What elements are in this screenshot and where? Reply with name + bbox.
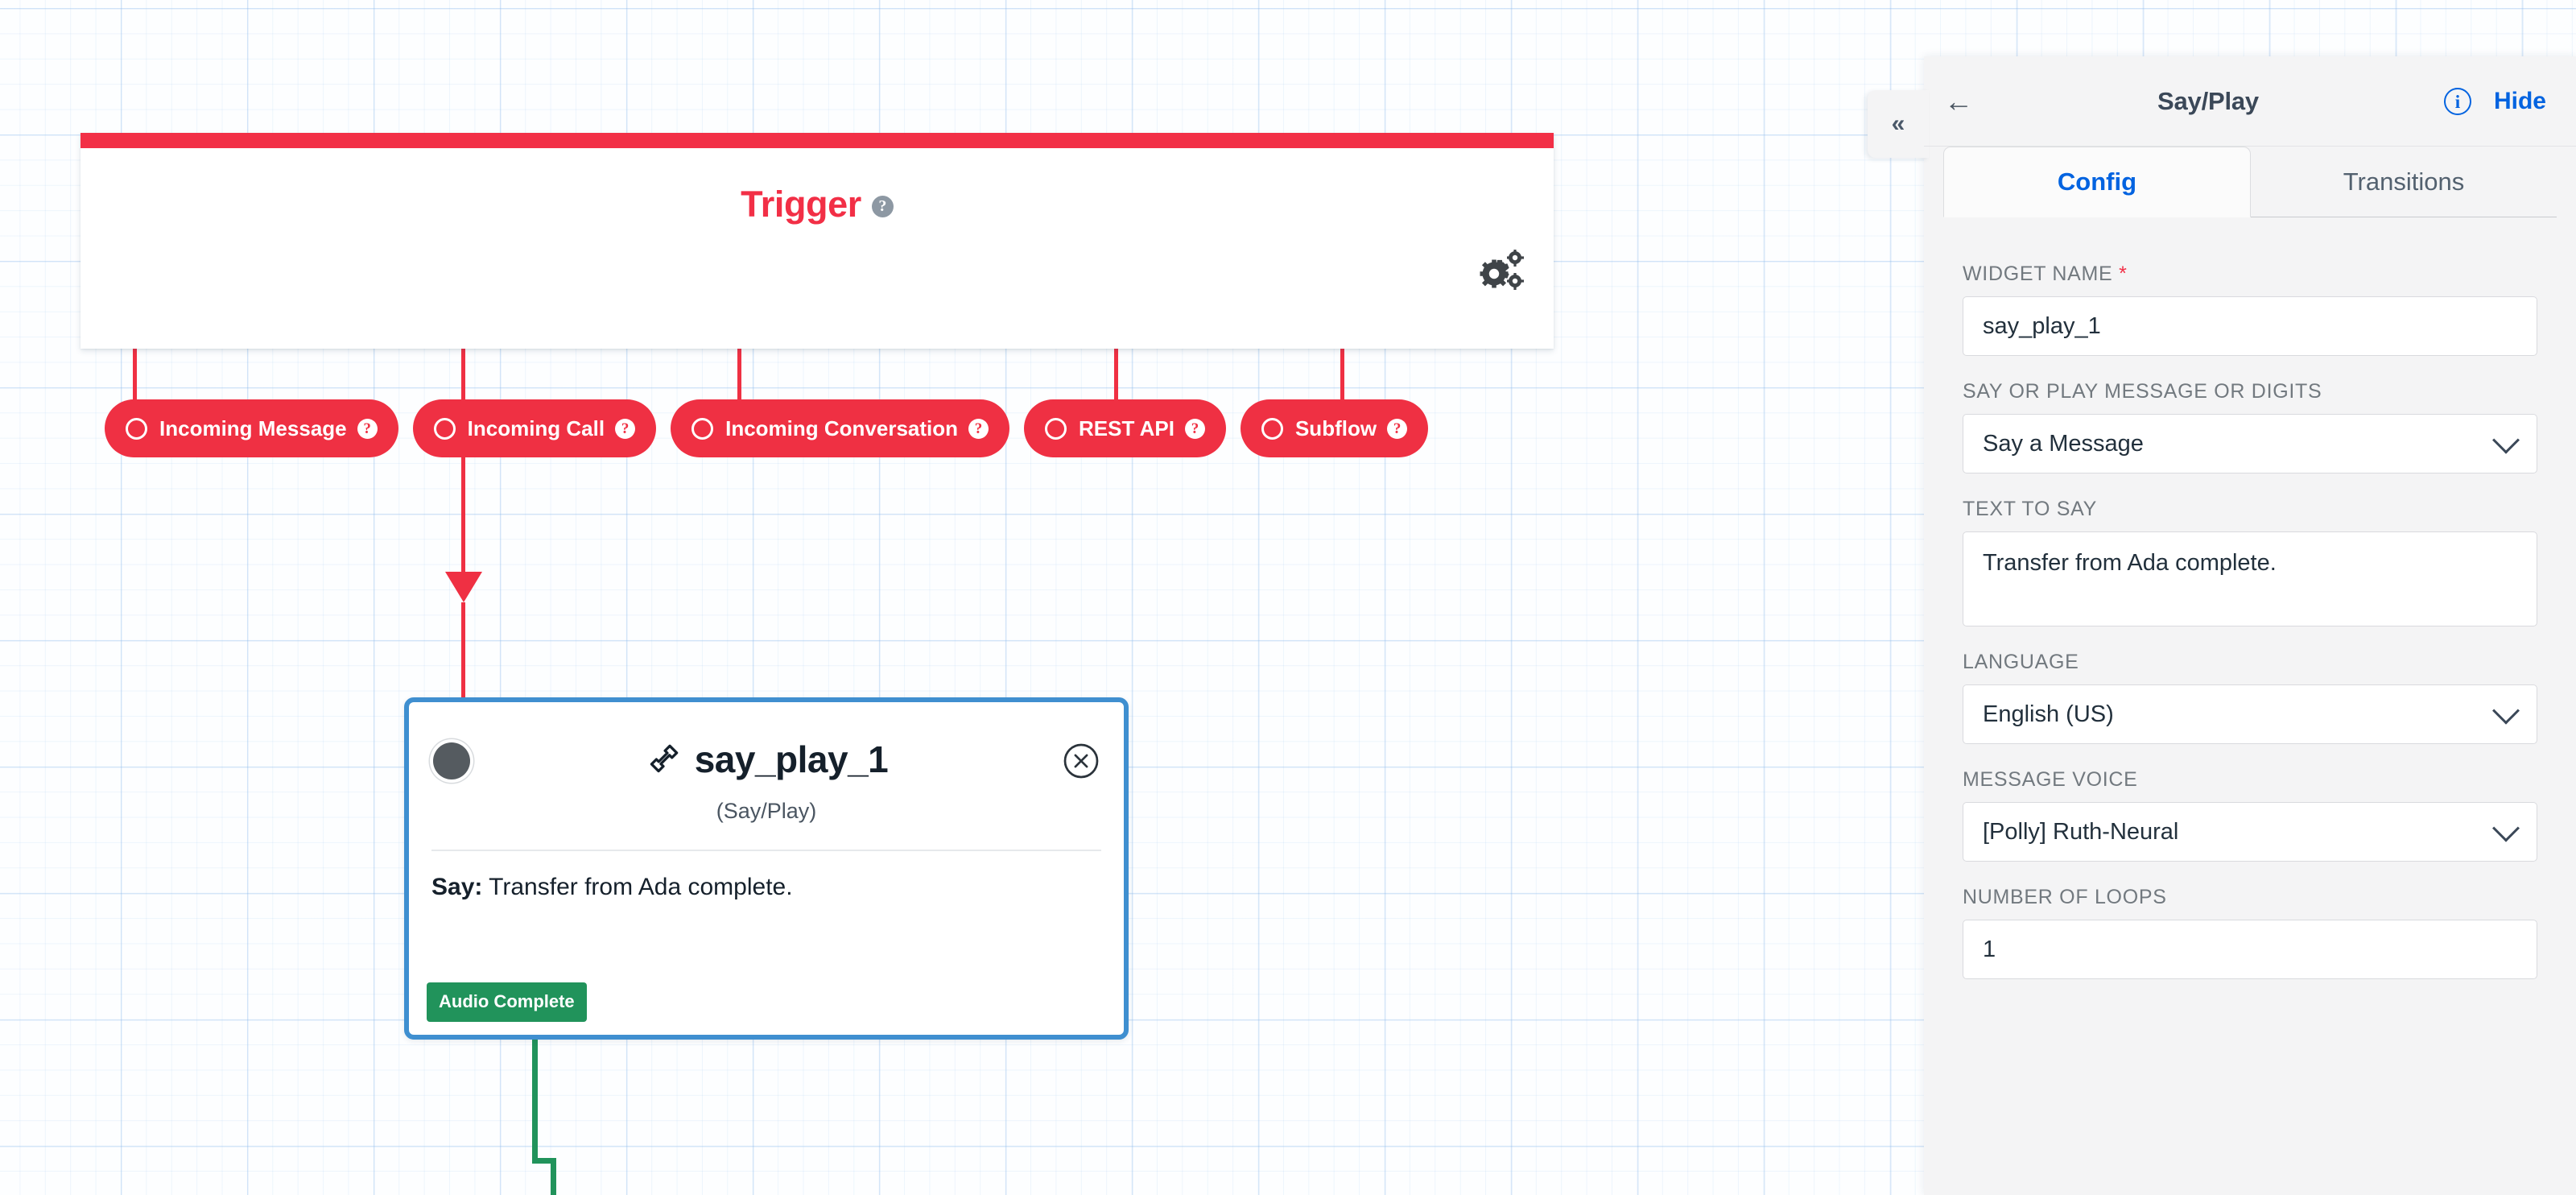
trigger-pill-list: Incoming Message ? Incoming Call ? Incom…: [105, 399, 1429, 457]
close-circle-icon[interactable]: [1061, 741, 1101, 781]
field-label: NUMBER OF LOOPS: [1963, 886, 2167, 908]
connector-stem-incoming-call-lower: [461, 602, 465, 701]
select-value: Say a Message: [1983, 430, 2144, 457]
field-label: LANGUAGE: [1963, 651, 2079, 673]
field-label-text: WIDGET NAME: [1963, 263, 2113, 285]
tab-config[interactable]: Config: [1943, 147, 2251, 217]
help-icon[interactable]: ?: [357, 418, 378, 439]
language-select[interactable]: English (US): [1963, 684, 2537, 744]
gears-icon[interactable]: [1478, 249, 1525, 294]
field-label: TEXT TO SAY: [1963, 498, 2098, 520]
field-label: WIDGET NAME *: [1963, 263, 2537, 286]
help-icon[interactable]: ?: [615, 418, 636, 439]
panel-tabs: Config Transitions: [1924, 147, 2576, 217]
trigger-pill-rest-api[interactable]: REST API ?: [1024, 399, 1226, 457]
panel-header: ← Say/Play i Hide: [1924, 56, 2576, 147]
number-of-loops-input[interactable]: 1: [1963, 920, 2537, 979]
node-body-label: Say:: [431, 874, 483, 900]
trigger-pill-label: Incoming Message: [159, 416, 347, 440]
output-port-icon: [1261, 417, 1283, 440]
connector-arrowhead-incoming-call: [444, 572, 482, 602]
trigger-help-icon[interactable]: ?: [871, 195, 894, 217]
trigger-title-row: Trigger?: [80, 184, 1554, 225]
field-widget-name: WIDGET NAME * say_play_1: [1963, 263, 2537, 356]
node-title-row: say_play_1: [409, 738, 1124, 781]
double-chevron-left-icon[interactable]: «: [1868, 90, 1929, 158]
input-port-handle[interactable]: [433, 742, 470, 779]
field-label: MESSAGE VOICE: [1963, 768, 2138, 791]
output-port-icon: [433, 417, 456, 440]
panel-title: Say/Play: [2157, 86, 2259, 115]
trigger-title: Trigger: [741, 184, 861, 225]
field-number-of-loops: NUMBER OF LOOPS 1: [1963, 886, 2537, 979]
node-title: say_play_1: [694, 738, 889, 780]
connector-stem-incoming-conversation: [737, 325, 741, 418]
trigger-pill-label: Subflow: [1294, 416, 1377, 440]
node-body-text: Transfer from Ada complete.: [489, 874, 793, 900]
trigger-pill-incoming-call[interactable]: Incoming Call ?: [412, 399, 657, 457]
connector-audio-complete-vertical: [532, 1035, 538, 1164]
chevron-down-icon: [2492, 697, 2520, 725]
chevron-down-icon: [2492, 426, 2520, 454]
config-form: WIDGET NAME * say_play_1 SAY OR PLAY MES…: [1924, 217, 2576, 1195]
required-asterisk-icon: *: [2119, 263, 2128, 285]
message-voice-select[interactable]: [Polly] Ruth-Neural: [1963, 802, 2537, 862]
widget-config-panel[interactable]: « ← Say/Play i Hide Config Transitions W…: [1868, 56, 2576, 1195]
connector-audio-complete-jog: [532, 1158, 556, 1164]
transition-badge-audio-complete[interactable]: Audio Complete: [427, 982, 587, 1022]
help-icon[interactable]: ?: [1184, 418, 1205, 439]
field-message-voice: MESSAGE VOICE [Polly] Ruth-Neural: [1963, 768, 2537, 862]
field-label: SAY OR PLAY MESSAGE OR DIGITS: [1963, 380, 2322, 403]
back-arrow-icon[interactable]: ←: [1944, 84, 1973, 118]
widget-name-input[interactable]: say_play_1: [1963, 296, 2537, 356]
output-port-icon: [691, 417, 714, 440]
field-language: LANGUAGE English (US): [1963, 651, 2537, 744]
say-or-play-select[interactable]: Say a Message: [1963, 414, 2537, 473]
help-icon[interactable]: ?: [1387, 418, 1408, 439]
tab-transitions[interactable]: Transitions: [2251, 147, 2557, 217]
output-port-icon: [126, 417, 147, 440]
connector-audio-complete-vertical-2: [551, 1158, 556, 1195]
field-say-or-play: SAY OR PLAY MESSAGE OR DIGITS Say a Mess…: [1963, 380, 2537, 473]
output-port-icon: [1045, 417, 1067, 440]
phone-handset-icon: [645, 741, 682, 778]
trigger-pill-label: REST API: [1079, 416, 1174, 440]
trigger-accent-bar: [80, 133, 1554, 148]
text-to-say-textarea[interactable]: Transfer from Ada complete.: [1963, 531, 2537, 626]
node-body: Say: Transfer from Ada complete.: [431, 874, 793, 901]
connector-stem-subflow: [1340, 325, 1344, 418]
trigger-pill-subflow[interactable]: Subflow ?: [1240, 399, 1429, 457]
node-subtitle: (Say/Play): [716, 799, 817, 823]
select-value: English (US): [1983, 701, 2114, 727]
info-icon[interactable]: i: [2443, 87, 2471, 115]
trigger-pill-label: Incoming Conversation: [725, 416, 959, 440]
trigger-pill-incoming-conversation[interactable]: Incoming Conversation ?: [671, 399, 1010, 457]
chevron-down-icon: [2492, 814, 2520, 842]
connector-stem-rest-api: [1114, 325, 1118, 418]
hide-button[interactable]: Hide: [2493, 87, 2546, 114]
help-icon[interactable]: ?: [968, 418, 989, 439]
select-value: [Polly] Ruth-Neural: [1983, 818, 2179, 845]
trigger-widget[interactable]: Trigger?: [80, 133, 1554, 457]
field-text-to-say: TEXT TO SAY Transfer from Ada complete.: [1963, 498, 2537, 626]
connector-stem-incoming-message: [133, 325, 137, 418]
trigger-pill-label: Incoming Call: [467, 416, 605, 440]
trigger-pill-incoming-message[interactable]: Incoming Message ?: [105, 399, 398, 457]
node-divider: [431, 850, 1101, 851]
widget-node-say-play[interactable]: say_play_1 (Say/Play) Say: Transfer from…: [404, 697, 1129, 1040]
